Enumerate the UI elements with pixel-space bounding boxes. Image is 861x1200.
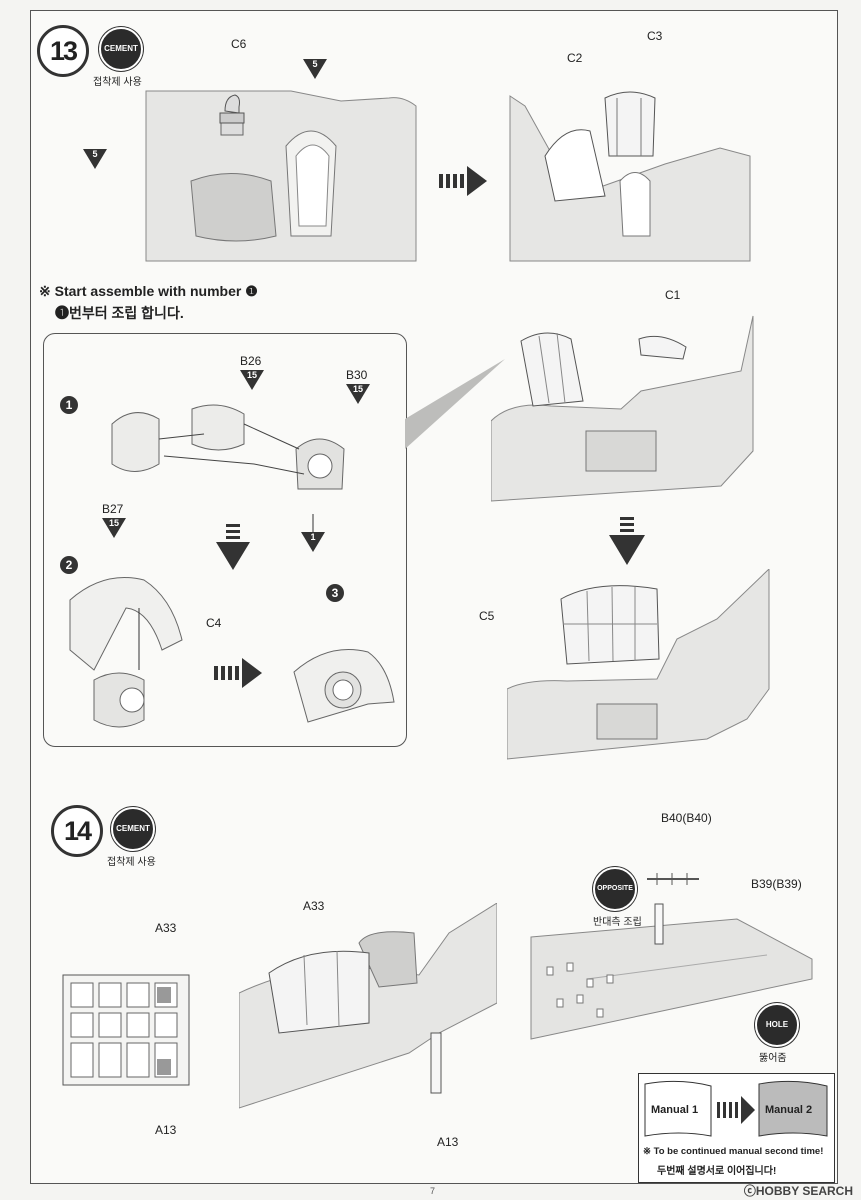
panel-parts-b26-b27-b30 (111, 404, 345, 490)
cement-mark-15-b26-text: 15 (246, 370, 257, 380)
hole-badge: HOLE (755, 1003, 799, 1047)
assembly-note-korean: ❶번부터 조립 합니다. (55, 305, 184, 321)
label-c5: C5 (479, 609, 495, 623)
mark-1-text: 1 (310, 532, 316, 542)
label-b26: B26 (240, 354, 262, 368)
cement-mark-5-b-text: 5 (92, 149, 98, 159)
label-a33-mid: A33 (303, 899, 325, 913)
panel-part-c4-assembly (69, 577, 183, 728)
fuselage-cockpit-illustration-left (145, 90, 417, 262)
cement-mark-5-a-text: 5 (312, 59, 318, 69)
fuselage-illustration-step14 (239, 903, 497, 1109)
label-c1: C1 (665, 288, 681, 302)
continue-line-english: ※ To be continued manual second time! (643, 1146, 824, 1157)
label-a13-mid: A13 (437, 1135, 459, 1149)
label-c6: C6 (231, 37, 247, 51)
down-arrow-sub (216, 524, 250, 570)
canopy-top-view (62, 974, 190, 1086)
label-a33-left: A33 (155, 921, 177, 935)
label-b27: B27 (102, 502, 124, 516)
hobby-search-watermark: ⓒHOBBY SEARCH (743, 1184, 853, 1198)
sub-step-3: 3 (326, 584, 344, 602)
sub-assembly-box: 1 2 3 B26 15 B30 15 B27 15 1 (43, 333, 407, 747)
fuselage-illustration-c1 (491, 315, 754, 502)
fuselage-canopy-illustration-right (509, 91, 751, 262)
cement-korean-13: 접착제 사용 (93, 77, 142, 88)
label-b39: B39(B39) (751, 877, 802, 891)
label-c4: C4 (206, 616, 222, 630)
continue-line-korean: 두번째 설명서로 이어집니다! (657, 1166, 777, 1177)
next-step-arrow-13a (439, 166, 487, 196)
label-b40: B40(B40) (661, 811, 712, 825)
sub-step-1: 1 (60, 396, 78, 414)
hole-korean: 뚫어줌 (759, 1053, 787, 1064)
part-c6-icon (219, 94, 245, 124)
label-a13-left: A13 (155, 1123, 177, 1137)
wing-illustration (530, 873, 813, 1040)
manual-books-icon (644, 1080, 828, 1137)
next-step-arrow-sub (214, 658, 262, 688)
label-c2: C2 (567, 51, 583, 65)
cement-mark-15-b27 (102, 518, 126, 538)
instruction-page: 13 CEMENT 접착제 사용 C6 5 5 C2 C3 ※ Start as… (30, 10, 838, 1184)
cement-mark-15-b30-text: 15 (352, 384, 363, 394)
step-14-number: 14 (51, 805, 103, 857)
step-13-number: 13 (37, 25, 89, 77)
page-number: 7 (430, 1186, 436, 1196)
cement-mark-5-b (83, 149, 107, 169)
manual-2-label: Manual 2 (765, 1104, 813, 1116)
continue-manual-box: Manual 1 Manual 2 ※ To be continued manu… (638, 1073, 835, 1183)
cement-mark-5-a (303, 59, 327, 79)
assembly-note-english: ※ Start assemble with number ❶ (39, 283, 258, 299)
manual-1-label: Manual 1 (651, 1104, 699, 1116)
sub-step-2: 2 (60, 556, 78, 574)
cement-mark-15-b26 (240, 370, 264, 390)
label-c3: C3 (647, 29, 663, 43)
detail-pointer-wedge (405, 359, 505, 449)
finished-sub-assembly (293, 649, 395, 723)
fuselage-illustration-c5 (507, 569, 770, 760)
cement-badge-13: CEMENT (99, 27, 143, 71)
cement-mark-15-b27-text: 15 (108, 518, 119, 528)
opposite-korean: 반대측 조립 (593, 917, 642, 928)
label-b30: B30 (346, 368, 368, 382)
pointer-arrow-1 (301, 514, 325, 552)
cement-korean-14: 접착제 사용 (107, 857, 156, 868)
cement-mark-15-b30 (346, 384, 370, 404)
down-arrow-13b (609, 517, 645, 565)
opposite-badge: OPPOSITE (593, 867, 637, 911)
cement-badge-14: CEMENT (111, 807, 155, 851)
